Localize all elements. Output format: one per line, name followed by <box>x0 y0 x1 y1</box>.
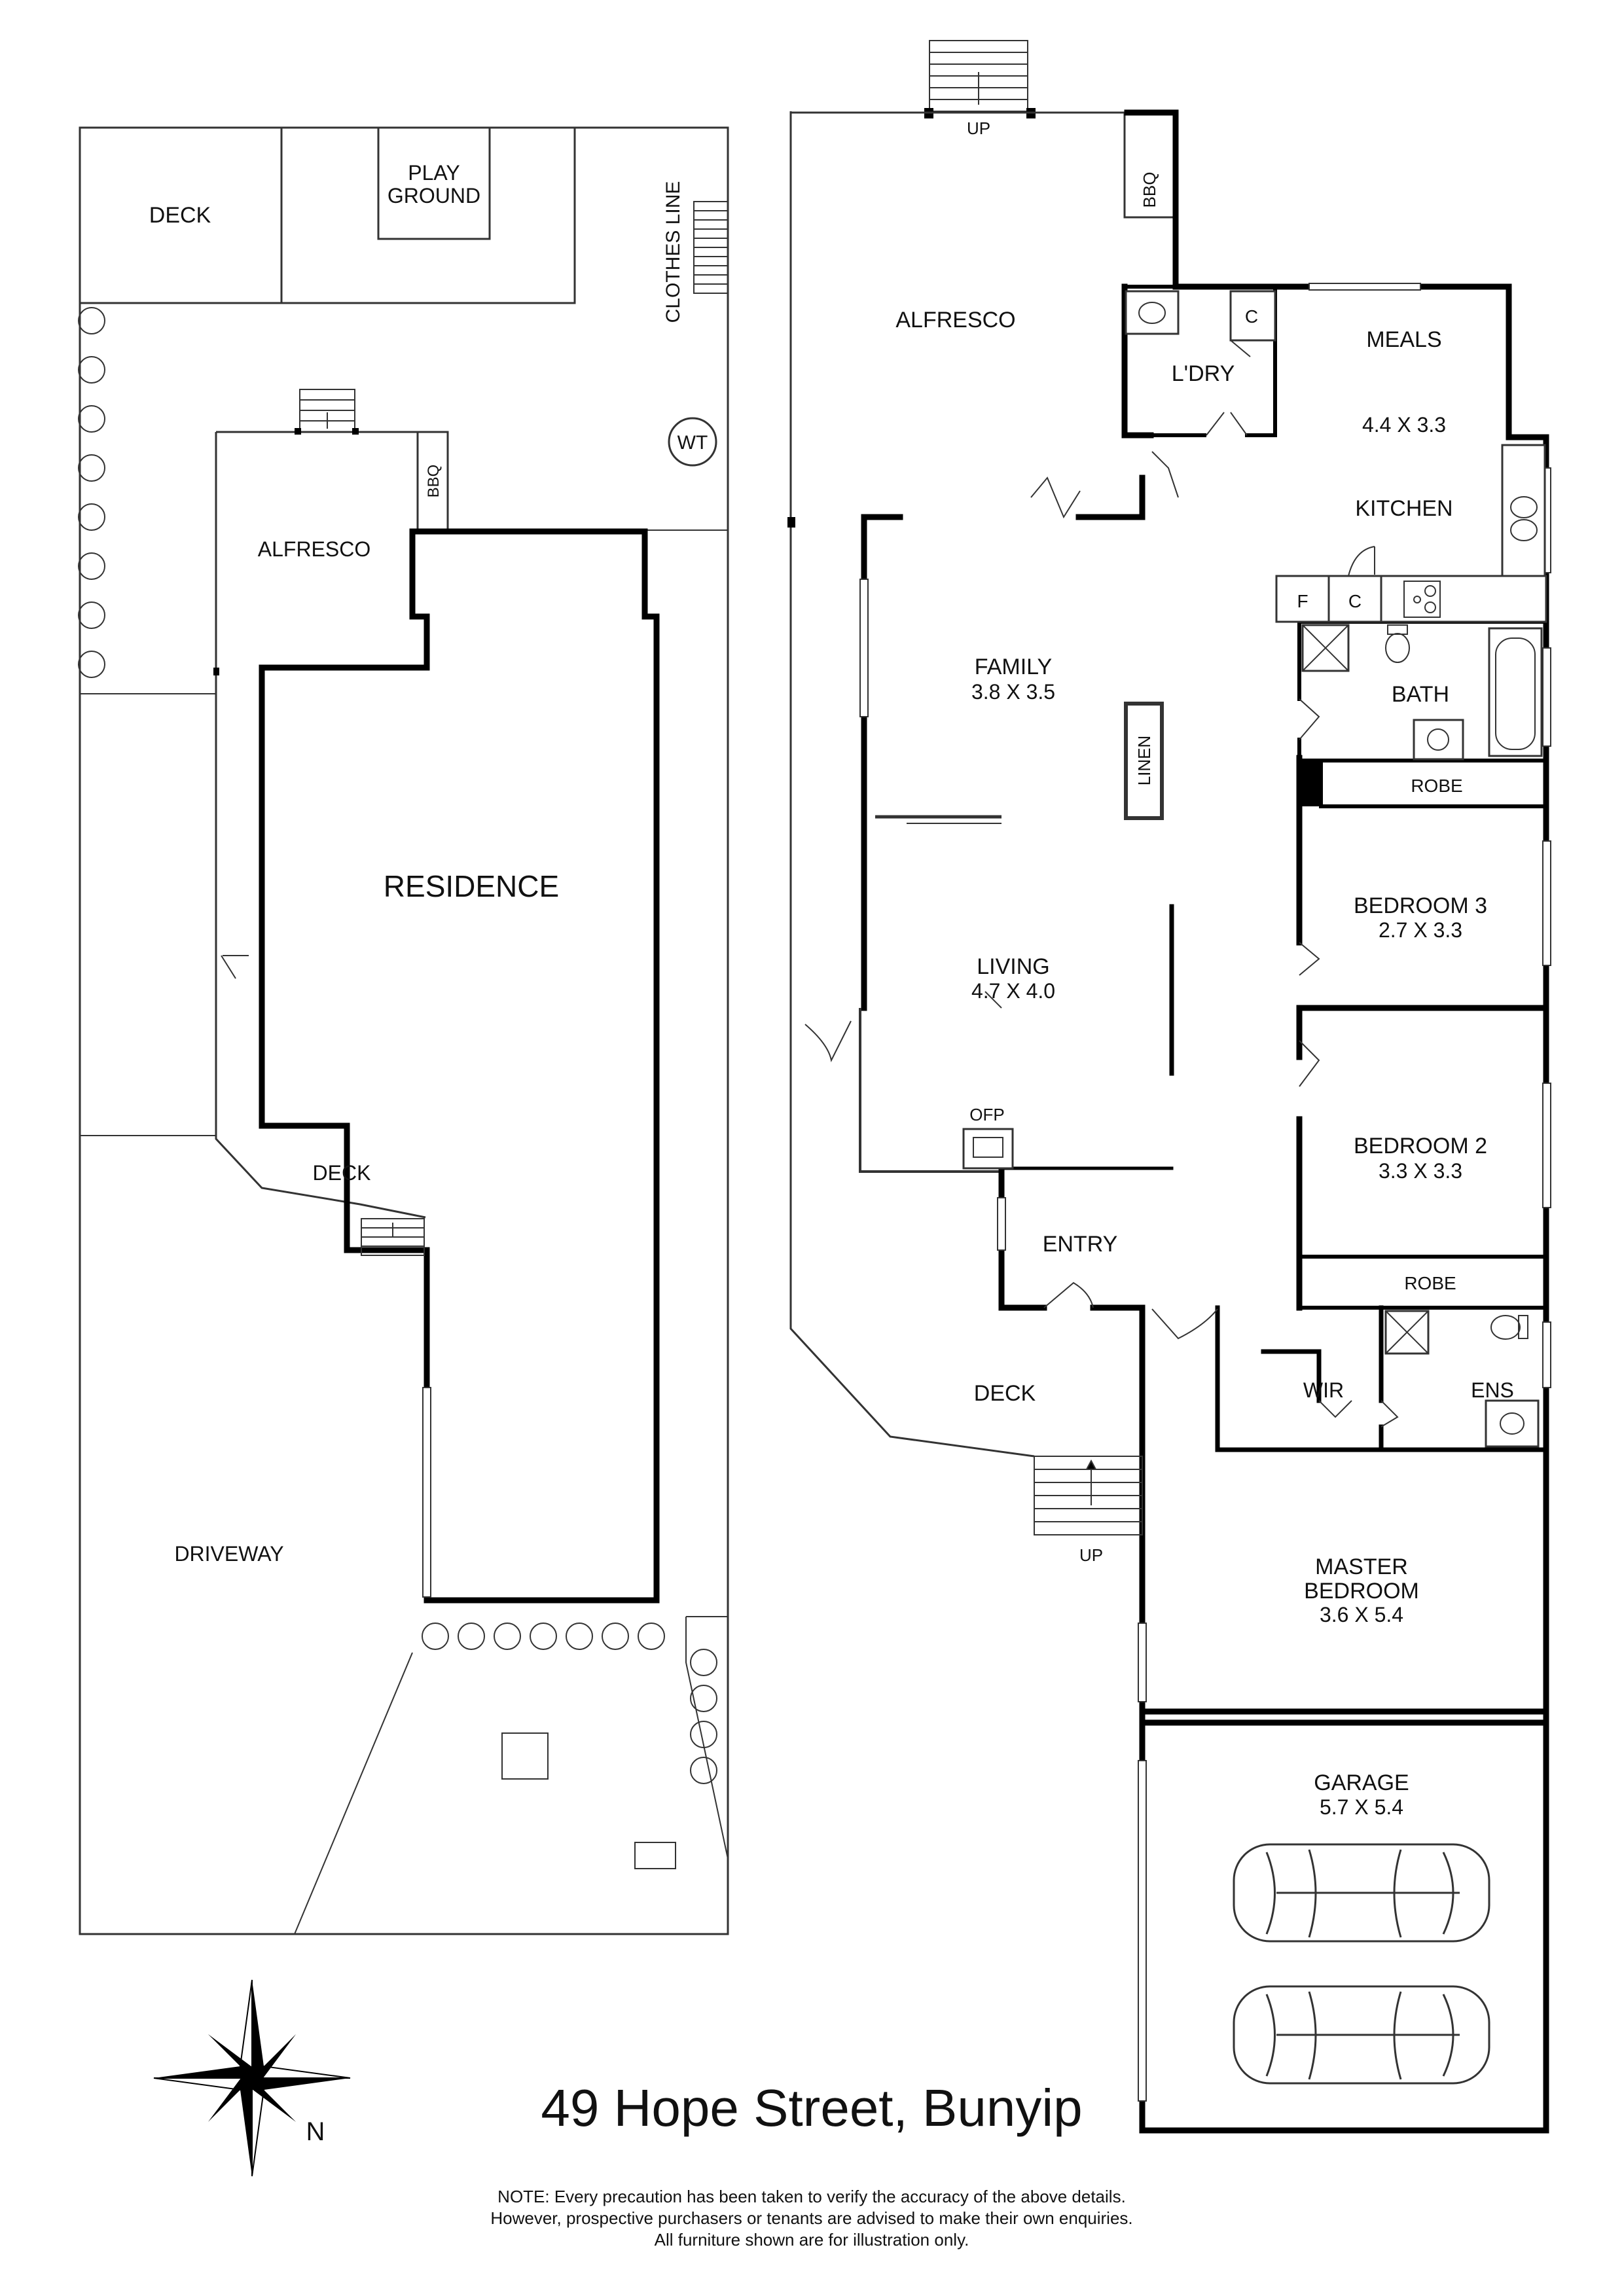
site-playground-line2: GROUND <box>388 184 480 207</box>
bath-fittings <box>1299 624 1543 761</box>
disclaimer-line-2: However, prospective purchasers or tenan… <box>490 2208 1132 2228</box>
car-2-icon <box>1233 1985 1490 2085</box>
site-boundary <box>79 126 729 1935</box>
site-hedge-front <box>422 1623 717 1784</box>
open-fireplace <box>962 1128 1014 1170</box>
residence-outline <box>259 528 660 1604</box>
master-bedroom-line2: BEDROOM <box>1304 1579 1419 1604</box>
linen-cupboard <box>1124 702 1164 820</box>
site-alfresco-outline <box>215 432 426 1219</box>
living-label: LIVING <box>977 954 1049 979</box>
bbq-label: BBQ <box>1140 172 1159 208</box>
site-bbq-label: BBQ <box>425 465 442 498</box>
kitchen-cupboard-label: C <box>1348 591 1362 611</box>
compass-rose-icon <box>153 1979 351 2177</box>
kitchen-label: KITCHEN <box>1355 496 1453 521</box>
deck-steps-up-label: UP <box>1079 1545 1103 1565</box>
site-plan: DECK PLAY GROUND CLOTHES LINE WT BBQ ALF… <box>78 126 729 1935</box>
site-clothes-line-label: CLOTHES LINE <box>662 181 684 323</box>
disclaimer-line-3: All furniture shown are for illustration… <box>655 2230 969 2250</box>
entry-label: ENTRY <box>1043 1232 1118 1257</box>
bedroom3-label: BEDROOM 3 <box>1354 893 1487 918</box>
property-address-title: 49 Hope Street, Bunyip <box>541 2079 1082 2137</box>
site-driveway-label: DRIVEWAY <box>174 1542 283 1566</box>
windows <box>859 283 1551 2102</box>
master-bedroom-size: 3.6 X 5.4 <box>1320 1603 1403 1626</box>
alfresco-deck-outline <box>789 111 1035 1458</box>
bedroom2-size: 3.3 X 3.3 <box>1379 1159 1462 1183</box>
site-bbq <box>416 431 449 531</box>
car-1-icon <box>1233 1843 1490 1943</box>
site-deck-side-label: DECK <box>313 1161 371 1185</box>
clothes-line-steps <box>693 201 729 294</box>
site-playground-line1: PLAY <box>408 161 460 185</box>
robe-top-label: ROBE <box>1411 776 1462 796</box>
robe-bottom-label: ROBE <box>1404 1273 1456 1293</box>
wir-label: WIR <box>1303 1378 1344 1402</box>
site-hedge-left <box>78 307 105 678</box>
deck-steps <box>1034 1456 1143 1535</box>
bbq-box <box>1123 111 1175 219</box>
compass-north-label: N <box>306 2117 325 2146</box>
kitchen-sink-2 <box>1510 519 1538 541</box>
site-garden-area <box>280 126 576 304</box>
garage-label: GARAGE <box>1314 1770 1409 1795</box>
laundry-cupboard-label: C <box>1245 306 1258 327</box>
laundry-label: L'DRY <box>1172 361 1235 386</box>
site-alfresco-steps <box>299 389 355 433</box>
rear-steps <box>929 40 1028 112</box>
floor-plan: UP BBQ ALFRESCO L'DRY C MEALS 4.4 X 3.3 … <box>787 40 1551 2134</box>
bedroom3-size: 2.7 X 3.3 <box>1379 918 1462 942</box>
family-label: FAMILY <box>975 655 1052 679</box>
disclaimer-line-1: NOTE: Every precaution has been taken to… <box>497 2187 1126 2206</box>
deck-label: DECK <box>974 1381 1036 1406</box>
site-residence-label: RESIDENCE <box>384 869 559 903</box>
bath-label: BATH <box>1392 682 1449 707</box>
alfresco-label: ALFRESCO <box>895 308 1015 332</box>
ensuite-fittings <box>1318 1310 1540 1448</box>
ensuite-label: ENS <box>1471 1378 1514 1402</box>
site-deck-label: DECK <box>149 203 211 228</box>
fridge-label: F <box>1297 591 1308 611</box>
meals-size: 4.4 X 3.3 <box>1362 413 1446 437</box>
linen-label: LINEN <box>1134 736 1154 786</box>
bedroom2-label: BEDROOM 2 <box>1354 1134 1487 1158</box>
water-tank <box>668 417 717 467</box>
kitchen-fittings <box>1275 444 1547 623</box>
garage-size: 5.7 X 5.4 <box>1320 1795 1403 1819</box>
site-alfresco-label: ALFRESCO <box>258 537 370 561</box>
site-deck-steps <box>361 1218 425 1256</box>
kitchen-sink-1 <box>1510 496 1538 518</box>
fireplace-label: OFP <box>969 1105 1004 1124</box>
master-bedroom-line1: MASTER <box>1315 1554 1408 1579</box>
living-size: 4.7 X 4.0 <box>971 979 1055 1003</box>
family-size: 3.8 X 3.5 <box>971 680 1055 704</box>
rear-steps-up-label: UP <box>967 118 990 138</box>
laundry-fittings <box>1125 290 1276 498</box>
playground-box <box>377 126 491 240</box>
meals-label: MEALS <box>1366 327 1441 352</box>
site-water-tank-label: WT <box>677 432 708 454</box>
